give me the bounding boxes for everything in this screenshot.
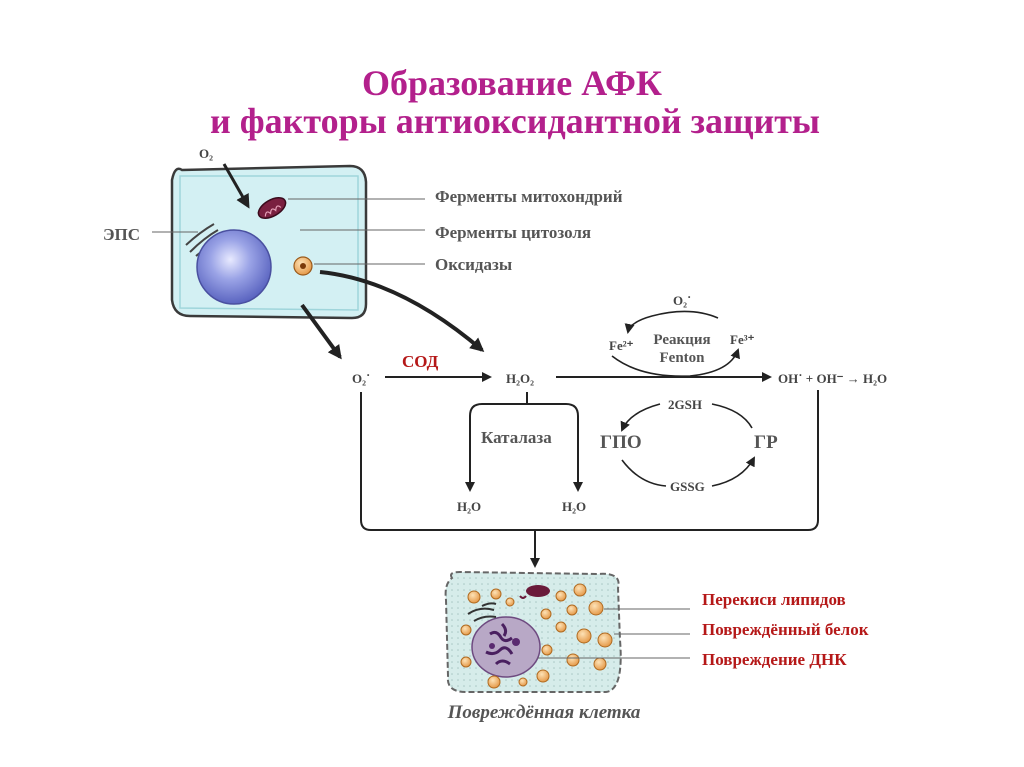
healthy-cell bbox=[170, 164, 368, 320]
damaged-nucleus-icon bbox=[471, 616, 541, 678]
h2o2-label: H₂O₂ bbox=[506, 371, 534, 386]
nucleus-icon bbox=[196, 229, 272, 305]
superoxide-arrow bbox=[300, 303, 342, 360]
fenton-cycle-arrow bbox=[624, 310, 719, 334]
sod-label: СОД bbox=[402, 352, 439, 371]
mitochondrion-icon bbox=[526, 585, 550, 597]
glutathione-cycle-arrow bbox=[711, 403, 753, 429]
damaged-cell bbox=[444, 570, 622, 693]
fenton-cycle-arrow bbox=[611, 348, 740, 377]
mitochondrion-icon bbox=[257, 197, 287, 219]
catalase-arrow-left bbox=[465, 392, 528, 492]
water-right-label: H₂O bbox=[562, 499, 586, 514]
products-label: OH˙ + OH⁻ → H₂O bbox=[778, 371, 887, 386]
o2-entry-arrow bbox=[222, 163, 250, 209]
glutathione-cycle-arrow bbox=[620, 403, 661, 432]
peroxide-arrow bbox=[319, 270, 485, 352]
superoxide-label: O₂˙ bbox=[352, 371, 370, 386]
fenton-reaction-line2: Fenton bbox=[660, 350, 706, 366]
gr-label: ГР bbox=[754, 432, 778, 453]
er-icon bbox=[467, 602, 497, 622]
catalase-label: Каталаза bbox=[481, 428, 552, 447]
eps-label: ЭПС bbox=[103, 225, 140, 244]
gsh-label: 2GSH bbox=[668, 397, 702, 412]
cell-label: Ферменты митохондрий bbox=[435, 187, 623, 206]
cell-label: Оксидазы bbox=[435, 255, 512, 274]
gpo-label: ГПО bbox=[600, 432, 642, 453]
fenton-o2-label: O₂˙ bbox=[673, 293, 691, 308]
damage-label: Повреждённый белок bbox=[702, 620, 869, 639]
glutathione-cycle-arrow bbox=[711, 456, 755, 487]
glutathione-cycle-arrow bbox=[621, 459, 667, 487]
damage-collector-line bbox=[360, 390, 819, 531]
fe3-label: Fe³⁺ bbox=[730, 332, 755, 347]
damaged-cell-caption: Повреждённая клетка bbox=[447, 702, 641, 723]
cell-label: Ферменты цитозоля bbox=[435, 223, 591, 242]
water-left-label: H₂O bbox=[457, 499, 481, 514]
lipid-droplets bbox=[460, 583, 613, 689]
fe2-label: Fe²⁺ bbox=[609, 338, 634, 353]
fenton-reaction-line1: Реакция bbox=[653, 332, 710, 348]
damage-label: Повреждение ДНК bbox=[702, 650, 847, 669]
catalase-arrow-right bbox=[527, 403, 583, 492]
title-line-1: Образование АФК bbox=[362, 63, 662, 103]
title-line-2: и факторы антиоксидантной защиты bbox=[210, 101, 820, 141]
gssg-label: GSSG bbox=[670, 479, 705, 494]
damage-label: Перекиси липидов bbox=[702, 590, 846, 609]
o2-label: O₂ bbox=[199, 146, 213, 161]
